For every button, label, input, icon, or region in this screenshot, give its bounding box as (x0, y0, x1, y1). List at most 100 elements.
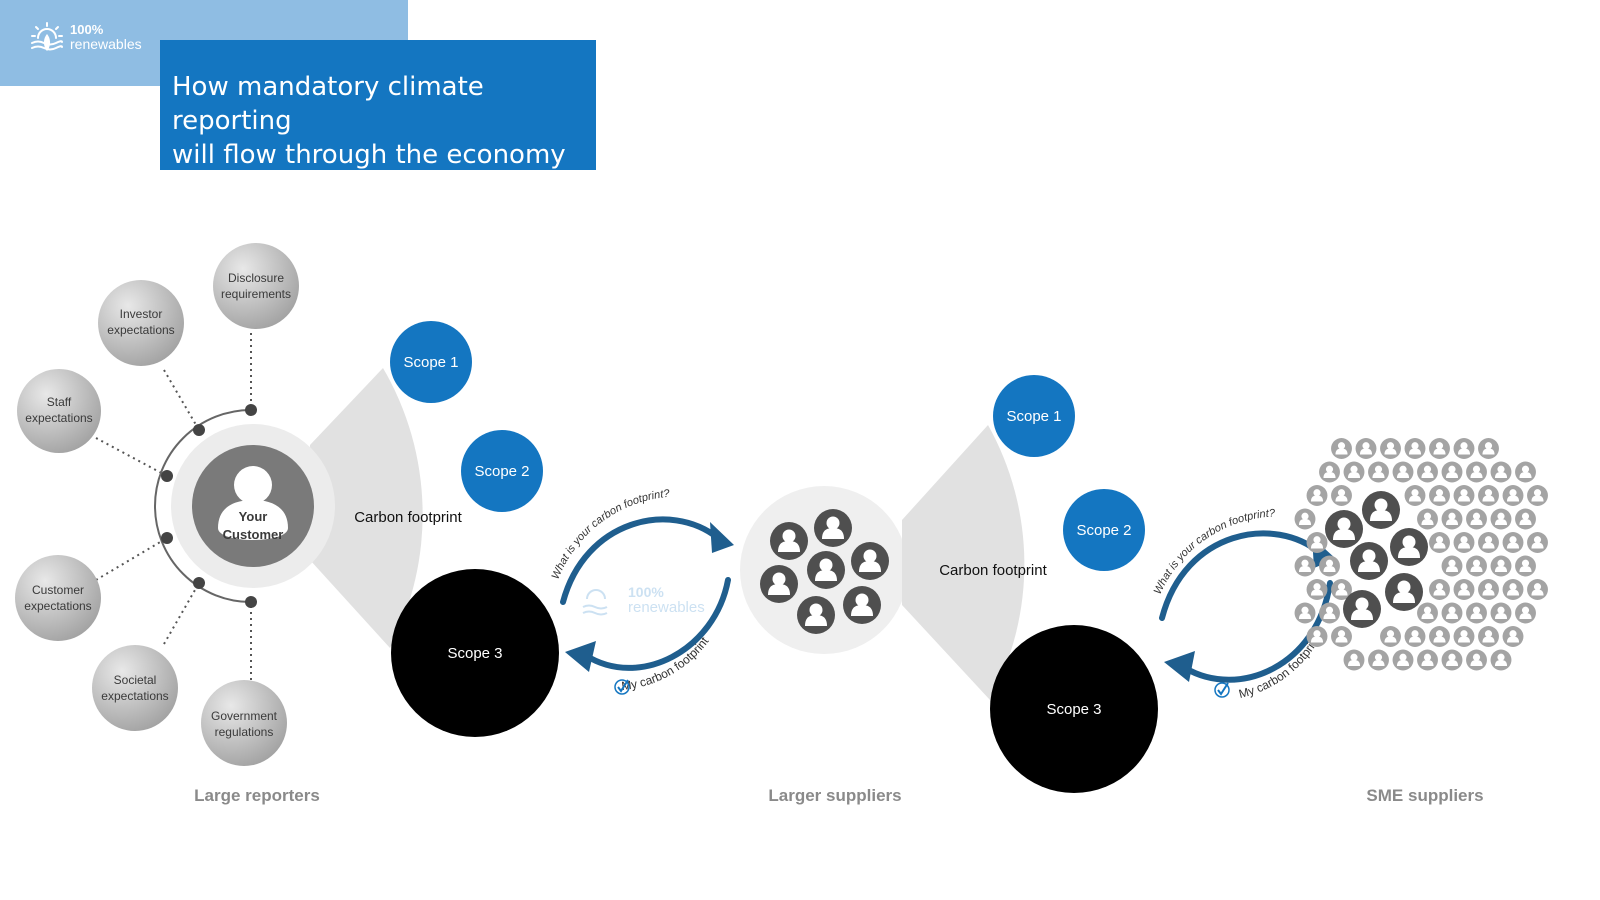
watermark-subtitle: renewables (628, 599, 705, 616)
person-icon (1453, 485, 1475, 506)
ring-node (193, 577, 205, 589)
pressure-societal: Societal expectations (92, 645, 178, 731)
person-icon (1453, 579, 1475, 600)
person-icon (1319, 602, 1340, 624)
pressure-label: Staff (47, 395, 72, 409)
person-icon (1441, 461, 1463, 483)
logo-title: 100% (70, 22, 104, 37)
checkmark-icon (1214, 682, 1230, 698)
person-icon (1385, 573, 1423, 611)
person-icon (1417, 602, 1438, 624)
sun-leaf-logo-icon (31, 22, 63, 51)
page-title: How mandatory climate reporting will flo… (172, 70, 584, 172)
person-icon (1478, 485, 1499, 506)
pressure-label: Customer (32, 583, 84, 597)
person-icon (1466, 649, 1487, 671)
person-icon (1294, 555, 1316, 577)
left-carbon-footprint-label: Carbon footprint (354, 509, 462, 526)
person-icon (843, 586, 881, 624)
pressure-label: regulations (215, 725, 274, 739)
person-icon (807, 551, 845, 589)
person-icon (1502, 579, 1524, 600)
person-icon (1390, 528, 1428, 566)
person-icon (1331, 626, 1352, 647)
right-scope3-circle (990, 625, 1158, 793)
person-icon (1515, 555, 1536, 577)
person-icon (1350, 542, 1388, 580)
person-icon (1478, 579, 1499, 600)
large-reporters-label: Large reporters (194, 786, 320, 805)
person-icon (1527, 532, 1548, 553)
person-icon (1294, 602, 1316, 624)
person-icon (1325, 510, 1363, 548)
svg-text:My carbon footprint: My carbon footprint (621, 634, 712, 693)
person-icon (1441, 602, 1463, 624)
person-icon (1306, 579, 1328, 600)
pressure-staff: Staff expectations (17, 369, 101, 453)
left-scope1-circle (390, 321, 472, 403)
pressure-label: expectations (101, 689, 168, 703)
person-icon (1478, 438, 1499, 459)
title-box: How mandatory climate reporting will flo… (160, 40, 596, 170)
pressure-customer: Customer expectations (15, 555, 101, 641)
person-icon (1441, 508, 1463, 530)
person-icon (1306, 532, 1328, 553)
person-icon (1466, 461, 1487, 483)
person-icon (1306, 485, 1328, 506)
person-icon (1294, 508, 1316, 530)
person-icon (1515, 508, 1536, 530)
person-icon (1404, 626, 1426, 647)
logo-subtitle: renewables (70, 36, 142, 52)
pressure-label: requirements (221, 287, 291, 301)
left-scope2-circle (461, 430, 543, 512)
person-icon (1466, 508, 1487, 530)
person-icon (1429, 626, 1450, 647)
right-scope1-circle (993, 375, 1075, 457)
person-icon (1417, 649, 1438, 671)
page-title-line-2: will flow through the economy (172, 140, 566, 170)
person-icon (1502, 532, 1524, 553)
person-icon (1343, 461, 1365, 483)
person-icon (1515, 602, 1536, 624)
person-icon (1331, 485, 1352, 506)
watermark-title: 100% (628, 584, 664, 600)
person-icon (1527, 579, 1548, 600)
answer-label: My carbon footprint (621, 634, 712, 693)
pressure-label: Government (211, 709, 278, 723)
ring-node (161, 470, 173, 482)
pressure-label: expectations (107, 323, 174, 337)
person-icon (1343, 649, 1365, 671)
connector-investor (163, 369, 200, 431)
person-icon (1404, 438, 1426, 459)
person-icon (1429, 532, 1450, 553)
person-icon (1380, 626, 1401, 647)
larger-suppliers-label: Larger suppliers (768, 786, 901, 805)
person-icon (1490, 602, 1512, 624)
pressure-label: Disclosure (228, 271, 284, 285)
person-icon (1478, 532, 1499, 553)
person-icon (1515, 461, 1536, 483)
pressure-disclosure: Disclosure requirements (213, 243, 299, 329)
right-fan-wedge (902, 425, 1025, 700)
person-icon (1404, 485, 1426, 506)
person-icon (1368, 461, 1389, 483)
person-icon (760, 565, 798, 603)
right-fan-group: Scope 1 Scope 2 Scope 3 Carbon footprint (902, 375, 1158, 793)
person-icon (1466, 555, 1487, 577)
your-customer-node: Your Customer (171, 424, 335, 588)
person-icon (814, 509, 852, 547)
left-scope3-label: Scope 3 (447, 645, 502, 662)
person-icon (1453, 438, 1475, 459)
person-icon (1319, 555, 1340, 577)
watermark-logo: 100% renewables (582, 584, 705, 616)
pressure-ring (154, 409, 252, 603)
person-icon (1368, 649, 1389, 671)
left-scope3-circle (391, 569, 559, 737)
person-icon (1441, 649, 1463, 671)
question-label: What is your carbon footprint? (1152, 507, 1277, 596)
customer-label: Your (239, 509, 268, 524)
person-icon (1490, 555, 1512, 577)
person-icon (770, 522, 808, 560)
pressure-label: expectations (25, 411, 92, 425)
